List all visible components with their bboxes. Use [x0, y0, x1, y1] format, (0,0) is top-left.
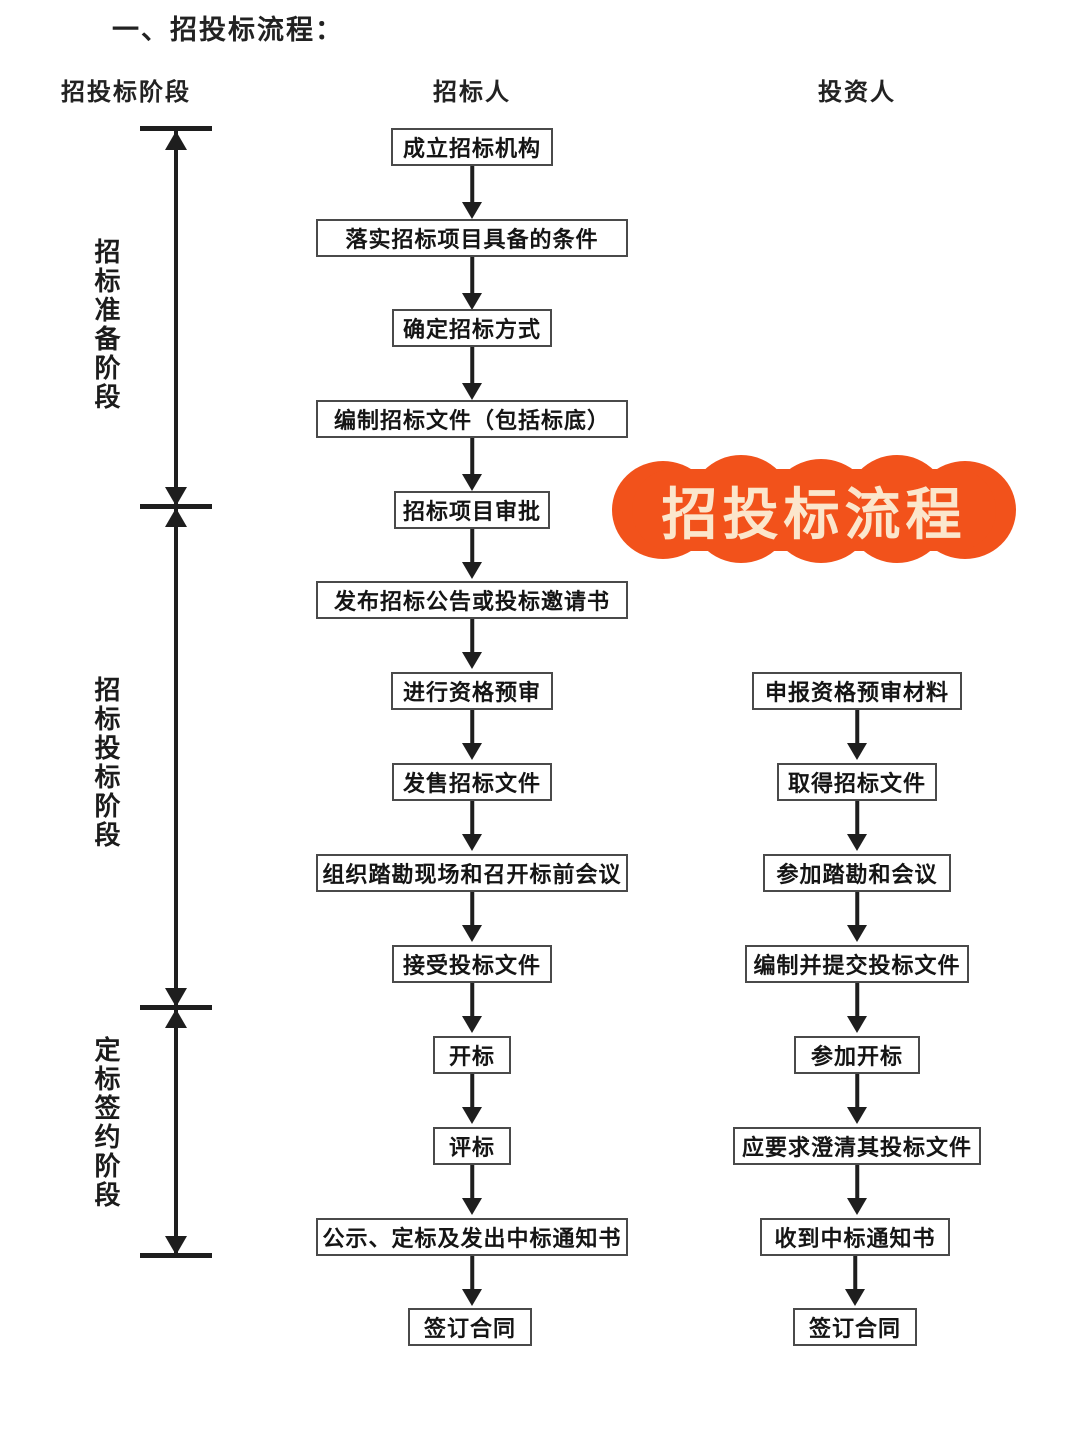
investor-step-4[interactable]: 编制并提交投标文件 — [745, 945, 969, 983]
tenderer-arrow-3 — [462, 383, 482, 400]
tenderer-connector-8 — [470, 801, 474, 837]
tenderer-connector-11 — [470, 1074, 474, 1110]
investor-arrow-7 — [845, 1289, 865, 1306]
stage-axis-tick-middle-1 — [140, 504, 212, 509]
investor-arrow-2 — [847, 834, 867, 851]
stage-label-award: 定标签约阶段 — [91, 1036, 121, 1210]
tenderer-step-13[interactable]: 公示、定标及发出中标通知书 — [316, 1218, 628, 1256]
tenderer-step-14[interactable]: 签订合同 — [408, 1308, 532, 1346]
stage-axis-tick-bottom — [140, 1253, 212, 1258]
tenderer-arrow-8 — [462, 834, 482, 851]
tenderer-connector-4 — [470, 438, 474, 478]
investor-connector-7 — [853, 1256, 857, 1292]
tenderer-step-11[interactable]: 开标 — [433, 1036, 511, 1074]
stage-axis-line — [174, 128, 178, 1256]
tenderer-step-8[interactable]: 发售招标文件 — [392, 763, 552, 801]
investor-step-7[interactable]: 收到中标通知书 — [760, 1218, 950, 1256]
column-header-tenderer: 招标人 — [433, 79, 511, 106]
page-title: 一、招投标流程： — [112, 15, 344, 45]
stage-label-preparation: 招标准备阶段 — [91, 238, 121, 412]
tenderer-arrow-13 — [462, 1289, 482, 1306]
tenderer-step-12[interactable]: 评标 — [433, 1127, 511, 1165]
stage-axis-arrow-down-2 — [165, 988, 187, 1007]
tenderer-arrow-7 — [462, 743, 482, 760]
investor-step-8[interactable]: 签订合同 — [793, 1308, 917, 1346]
stage-axis-arrow-down-3 — [165, 1236, 187, 1255]
tenderer-arrow-9 — [462, 925, 482, 942]
stage-axis-arrow-down-1 — [165, 487, 187, 506]
tenderer-arrow-6 — [462, 652, 482, 669]
stage-axis-arrow-up-3 — [165, 1009, 187, 1028]
investor-connector-5 — [855, 1074, 859, 1110]
tenderer-connector-1 — [470, 166, 474, 206]
tenderer-connector-6 — [470, 619, 474, 655]
tenderer-arrow-2 — [462, 293, 482, 310]
tenderer-step-6[interactable]: 发布招标公告或投标邀请书 — [316, 581, 628, 619]
investor-step-2[interactable]: 取得招标文件 — [777, 763, 937, 801]
tenderer-connector-5 — [470, 529, 474, 565]
tenderer-connector-7 — [470, 710, 474, 746]
badge-label: 招投标流程 — [661, 482, 967, 548]
stage-axis-tick-top — [140, 126, 212, 131]
investor-arrow-1 — [847, 743, 867, 760]
tenderer-step-1[interactable]: 成立招标机构 — [391, 128, 553, 166]
tenderer-arrow-11 — [462, 1107, 482, 1124]
column-header-stage: 招投标阶段 — [61, 79, 191, 106]
stage-axis-arrow-up-2 — [165, 508, 187, 527]
tenderer-step-2[interactable]: 落实招标项目具备的条件 — [316, 219, 628, 257]
tenderer-step-4[interactable]: 编制招标文件（包括标底） — [316, 400, 628, 438]
tenderer-step-7[interactable]: 进行资格预审 — [391, 672, 553, 710]
stage-axis-tick-middle-2 — [140, 1005, 212, 1010]
investor-arrow-6 — [847, 1198, 867, 1215]
tenderer-step-9[interactable]: 组织踏勘现场和召开标前会议 — [316, 854, 628, 892]
column-header-investor: 投资人 — [818, 79, 896, 106]
investor-step-1[interactable]: 申报资格预审材料 — [752, 672, 962, 710]
tenderer-connector-10 — [470, 983, 474, 1019]
investor-connector-2 — [855, 801, 859, 837]
investor-connector-6 — [855, 1165, 859, 1201]
investor-arrow-5 — [847, 1107, 867, 1124]
tenderer-connector-3 — [470, 347, 474, 387]
tenderer-step-10[interactable]: 接受投标文件 — [392, 945, 552, 983]
tenderer-arrow-10 — [462, 1016, 482, 1033]
investor-arrow-3 — [847, 925, 867, 942]
investor-step-3[interactable]: 参加踏勘和会议 — [763, 854, 951, 892]
tenderer-arrow-5 — [462, 562, 482, 579]
badge-blob-bar — [632, 469, 996, 551]
tenderer-connector-2 — [470, 257, 474, 297]
investor-step-5[interactable]: 参加开标 — [794, 1036, 920, 1074]
tenderer-connector-9 — [470, 892, 474, 928]
investor-connector-1 — [855, 710, 859, 746]
tenderer-arrow-1 — [462, 202, 482, 219]
stage-axis-arrow-up-1 — [165, 131, 187, 150]
tenderer-connector-12 — [470, 1165, 474, 1201]
investor-step-6[interactable]: 应要求澄清其投标文件 — [733, 1127, 981, 1165]
tenderer-step-5[interactable]: 招标项目审批 — [394, 491, 550, 529]
investor-connector-4 — [855, 983, 859, 1019]
stage-label-bidding: 招标投标阶段 — [91, 676, 121, 850]
investor-connector-3 — [855, 892, 859, 928]
tenderer-arrow-4 — [462, 474, 482, 491]
tenderer-step-3[interactable]: 确定招标方式 — [392, 309, 552, 347]
investor-arrow-4 — [847, 1016, 867, 1033]
tenderer-arrow-12 — [462, 1198, 482, 1215]
tenderer-connector-13 — [470, 1256, 474, 1292]
decorative-badge: 招投标流程 — [612, 455, 1016, 565]
